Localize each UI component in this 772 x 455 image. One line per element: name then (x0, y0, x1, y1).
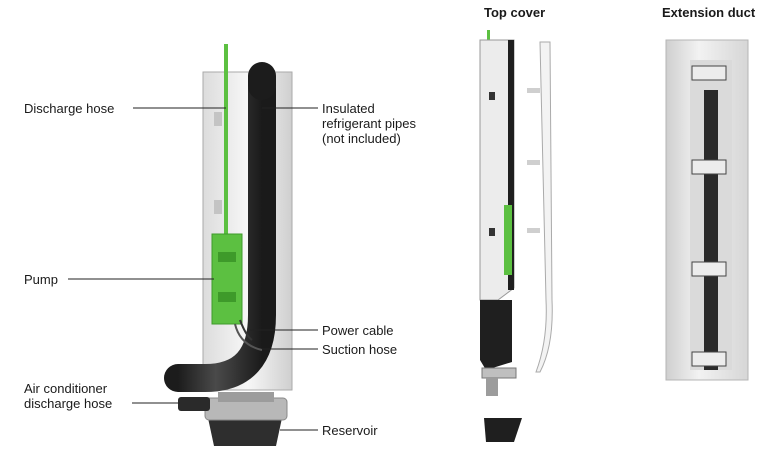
label-ac-discharge-hose: Air conditioner discharge hose (24, 381, 113, 411)
pump-detail (218, 292, 236, 302)
reservoir-body (208, 418, 282, 446)
label-power-cable: Power cable (322, 323, 394, 338)
reservoir-fitting (218, 392, 274, 402)
header-extension-duct: Extension duct (662, 5, 756, 20)
discharge-hose-shape (224, 44, 228, 244)
pump-body (211, 233, 243, 325)
ac-discharge-hose-shape (178, 397, 210, 411)
cover-notch (489, 92, 495, 100)
duct-clip (691, 65, 727, 81)
top-cover-illustration (479, 30, 553, 442)
label-discharge-hose: Discharge hose (24, 101, 115, 116)
cover-tab (527, 228, 540, 233)
pump-detail (218, 252, 236, 262)
duct-clip (691, 261, 727, 277)
power-cable-shape (239, 319, 253, 341)
cover-bracket (486, 378, 498, 396)
housing-slot (214, 112, 222, 126)
cover-green-tip (487, 30, 490, 44)
suction-hose-shape (234, 323, 263, 351)
duct-clip (691, 159, 727, 175)
cover-side-rail (535, 41, 553, 373)
label-reservoir: Reservoir (322, 423, 378, 438)
header-top-cover: Top cover (484, 5, 546, 20)
leader-lines (68, 107, 318, 431)
duct-clip (691, 351, 727, 367)
label-suction-hose: Suction hose (322, 342, 398, 357)
cover-notch (489, 228, 495, 236)
cover-lower-black (480, 300, 512, 370)
duct-channel (704, 90, 718, 370)
label-pump: Pump (24, 272, 58, 287)
cover-edge (508, 40, 514, 290)
cover-tab (527, 88, 540, 93)
label-insulated-pipes: Insulated refrigerant pipes (not include… (322, 101, 416, 146)
cover-tab (527, 160, 540, 165)
main-unit (164, 44, 293, 446)
cover-green-strip (504, 205, 512, 275)
extension-duct-illustration (665, 39, 749, 381)
housing-slot (214, 200, 222, 214)
insulated-pipe-shape (164, 74, 276, 392)
cover-bottom-part (484, 418, 522, 442)
cover-bracket (481, 367, 517, 379)
